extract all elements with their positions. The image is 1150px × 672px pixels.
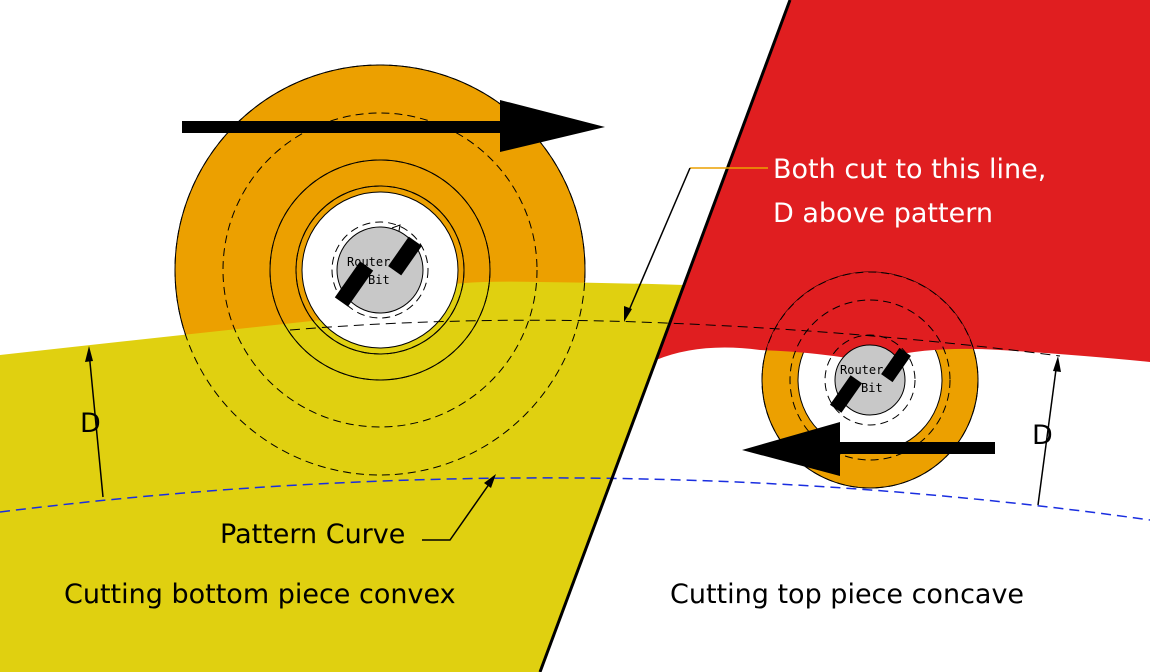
right-bit-blade — [881, 347, 911, 383]
left-caption: Cutting bottom piece convex — [64, 579, 456, 610]
left-bit-label: Router — [347, 255, 390, 269]
left-bit-blade — [388, 236, 422, 276]
bottom-piece-yellow — [0, 281, 684, 672]
feed-arrow-right-icon — [182, 100, 605, 152]
d-label-right: D — [1032, 420, 1053, 451]
rotation-arrow-icon — [391, 224, 401, 232]
cut-line — [289, 319, 1061, 357]
d-dimension-right — [1037, 356, 1061, 506]
left-bit-blade — [334, 261, 374, 307]
feed-arrow-left-icon — [742, 422, 995, 476]
left-dashed-rings — [174, 64, 586, 476]
right-dashed-rings — [761, 271, 979, 489]
piece-divider — [538, 0, 792, 672]
cut-line-leader — [624, 167, 768, 322]
right-router-bit — [834, 344, 906, 416]
right-bit-label: Router — [840, 363, 883, 377]
pattern-curve-leader — [422, 474, 496, 541]
top-piece-red — [656, 0, 1150, 362]
pattern-curve-label: Pattern Curve — [220, 519, 405, 550]
pattern-curve — [0, 477, 1150, 521]
cut-line-note-2: D above pattern — [773, 198, 993, 229]
d-label-left: D — [80, 408, 101, 439]
cut-line-note-1: Both cut to this line, — [773, 154, 1046, 185]
right-bit-label: Bit — [861, 381, 883, 395]
right-caption: Cutting top piece concave — [670, 579, 1024, 610]
right-bit-blade — [829, 375, 863, 413]
left-bit-label: Bit — [368, 273, 390, 287]
d-dimension-left — [85, 346, 104, 498]
